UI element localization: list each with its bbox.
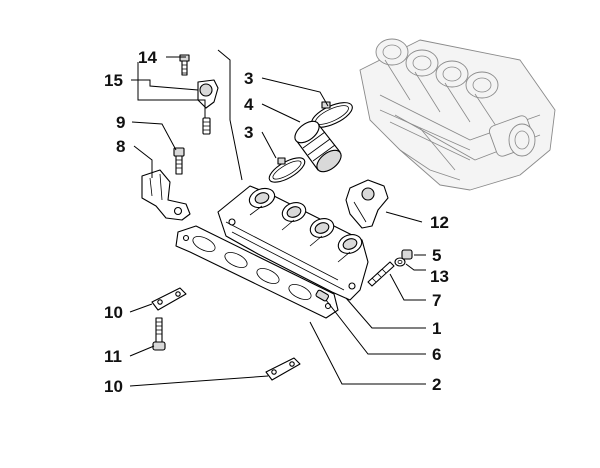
nut-5 — [401, 249, 413, 260]
callout-10-lower: 10 — [104, 377, 123, 396]
hose-4 — [294, 120, 342, 173]
callout-4: 4 — [244, 95, 254, 114]
plate-10-lower — [265, 357, 301, 381]
callout-15: 15 — [104, 71, 123, 90]
bolt-11 — [152, 317, 166, 351]
callout-10-upper: 10 — [104, 303, 123, 322]
callout-2: 2 — [432, 375, 441, 394]
callout-7: 7 — [432, 291, 441, 310]
callout-1: 1 — [432, 319, 441, 338]
bracket-8 — [141, 169, 191, 221]
bolt-9 — [173, 147, 185, 175]
callout-5: 5 — [432, 246, 441, 265]
callout-labels: 14 15 3 4 3 9 8 12 5 13 7 1 10 11 6 10 2 — [104, 48, 449, 396]
callout-3-lower: 3 — [244, 123, 253, 142]
callout-8: 8 — [116, 137, 125, 156]
hose-clamp-3-lower — [268, 157, 306, 183]
sensor-15 — [197, 79, 219, 135]
throttle-part-12 — [345, 179, 389, 229]
callout-14: 14 — [138, 48, 157, 67]
washer-13 — [394, 257, 406, 267]
callout-12: 12 — [430, 213, 449, 232]
stud-7 — [367, 261, 395, 287]
callout-3-upper: 3 — [244, 69, 253, 88]
callout-13: 13 — [430, 267, 449, 286]
intake-manifold-1 — [217, 185, 369, 301]
callout-9: 9 — [116, 113, 125, 132]
manifold-gasket-2 — [175, 225, 339, 319]
bolt-14 — [179, 54, 190, 76]
engine-intake-assembly-illustration — [359, 38, 556, 191]
callout-6: 6 — [432, 345, 441, 364]
callout-11: 11 — [104, 347, 122, 366]
leader-lines — [129, 49, 426, 387]
hose-clamp-3-upper — [311, 101, 353, 128]
dowel-pin-6 — [315, 289, 330, 302]
plate-10-upper — [151, 287, 187, 311]
